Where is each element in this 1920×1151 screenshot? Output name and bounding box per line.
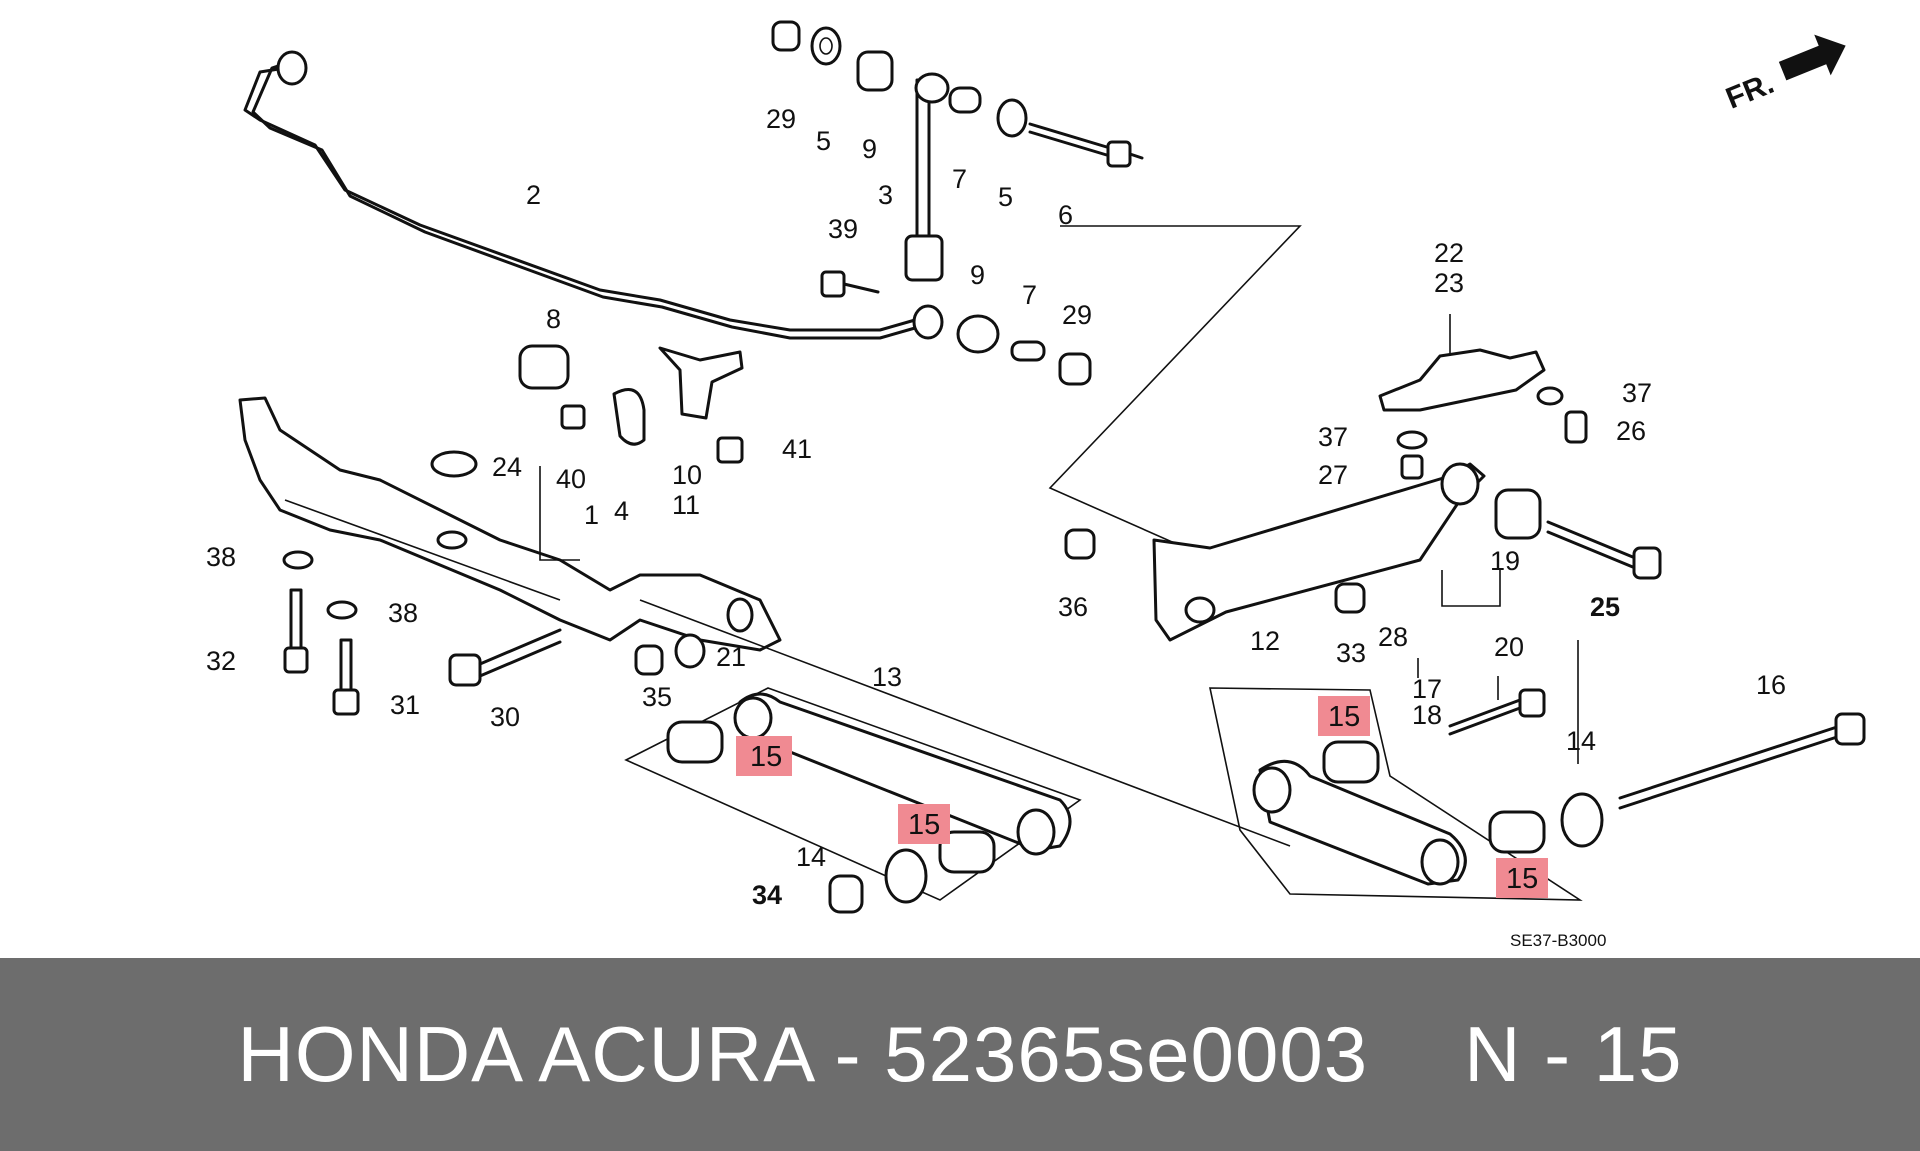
upper-bracket: [1378, 348, 1546, 412]
callout: 21: [716, 642, 746, 672]
bushing-15c: [1322, 740, 1380, 784]
highlight-15-a: [736, 736, 792, 776]
part-title: HONDA ACURA - 52365se0003: [237, 1010, 1369, 1098]
callout: 10: [672, 460, 702, 490]
stabilizer-link: [915, 78, 931, 252]
callout: 29: [766, 104, 796, 134]
callout: 34: [752, 880, 782, 910]
front-direction-label: FR.: [1721, 67, 1778, 116]
drawing-code: SE37-B3000: [1510, 931, 1606, 950]
callout: 7: [1022, 280, 1037, 310]
callout: 4: [614, 496, 629, 526]
lower-arm-b: [1258, 759, 1467, 886]
highlight-15-b: [898, 804, 950, 844]
stabilizer-bar: [243, 66, 917, 332]
callout: 32: [206, 646, 236, 676]
part-footer: HONDA ACURA - 52365se0003 N - 15: [0, 958, 1920, 1151]
callout: 20: [1494, 632, 1524, 662]
callout: 25: [1590, 592, 1620, 622]
callout: 30: [490, 702, 520, 732]
bushing-15d: [1488, 810, 1546, 854]
callout-labels: 29 5 9 7 5 6 3 39 9 7 29 2 8 40 4 10 11 …: [206, 104, 1786, 910]
callout: 1: [584, 500, 599, 530]
exploded-parts-diagram: FR.: [206, 20, 1866, 950]
callout: 16: [1756, 670, 1786, 700]
callout: 31: [390, 690, 420, 720]
top-hardware: [771, 20, 1144, 168]
bushing-15b: [938, 830, 996, 874]
callout: 15: [750, 741, 782, 773]
front-direction-indicator: FR.: [1721, 34, 1846, 116]
callout: 9: [862, 134, 877, 164]
callout: 14: [796, 842, 826, 872]
callout: 11: [672, 490, 700, 520]
callout: 38: [206, 542, 236, 572]
callout: 38: [388, 598, 418, 628]
front-arrow-icon: [1778, 34, 1846, 81]
highlight-15-c: [1318, 696, 1370, 736]
subframe: [238, 396, 782, 652]
leader-lines: [539, 314, 1579, 764]
callout: 7: [952, 164, 967, 194]
callout: 29: [1062, 300, 1092, 330]
callout: 14: [1566, 726, 1596, 756]
stabilizer-bracket: [612, 388, 646, 446]
callout: 37: [1318, 422, 1348, 452]
part-reference: N - 15: [1464, 1010, 1683, 1098]
callout: 5: [816, 126, 831, 156]
left-hardware: [282, 450, 706, 716]
middle-hardware: [820, 270, 1092, 386]
callout: 33: [1336, 638, 1366, 668]
callout: 36: [1058, 592, 1088, 622]
stabilizer-bushing: [518, 344, 570, 390]
callout: 15: [908, 809, 940, 841]
callout: 28: [1378, 622, 1408, 652]
callout: 37: [1622, 378, 1652, 408]
callout: 15: [1328, 701, 1360, 733]
callout: 26: [1616, 416, 1646, 446]
lower-arm-a: [738, 692, 1072, 852]
highlighted-callouts: [736, 696, 1548, 898]
callout: 24: [492, 452, 522, 482]
callout: 27: [1318, 460, 1348, 490]
bracket-plate: [658, 346, 744, 420]
callout: 18: [1412, 700, 1442, 730]
callout: 39: [828, 214, 858, 244]
callout: 12: [1250, 626, 1280, 656]
callout: 3: [878, 180, 893, 210]
callout: 35: [642, 682, 672, 712]
callout: 22: [1434, 238, 1464, 268]
highlight-15-d: [1496, 858, 1548, 898]
callout: 13: [872, 662, 902, 692]
callout: 41: [782, 434, 812, 464]
callout: 8: [546, 304, 561, 334]
callout: 9: [970, 260, 985, 290]
callout: 19: [1490, 546, 1520, 576]
bushing-15a: [666, 720, 724, 764]
callout: 40: [556, 464, 586, 494]
callout: 17: [1412, 674, 1442, 704]
callout: 5: [998, 182, 1013, 212]
callout: 15: [1506, 863, 1538, 895]
callout: 23: [1434, 268, 1464, 298]
callout: 2: [526, 180, 541, 210]
callout: 6: [1058, 200, 1073, 230]
